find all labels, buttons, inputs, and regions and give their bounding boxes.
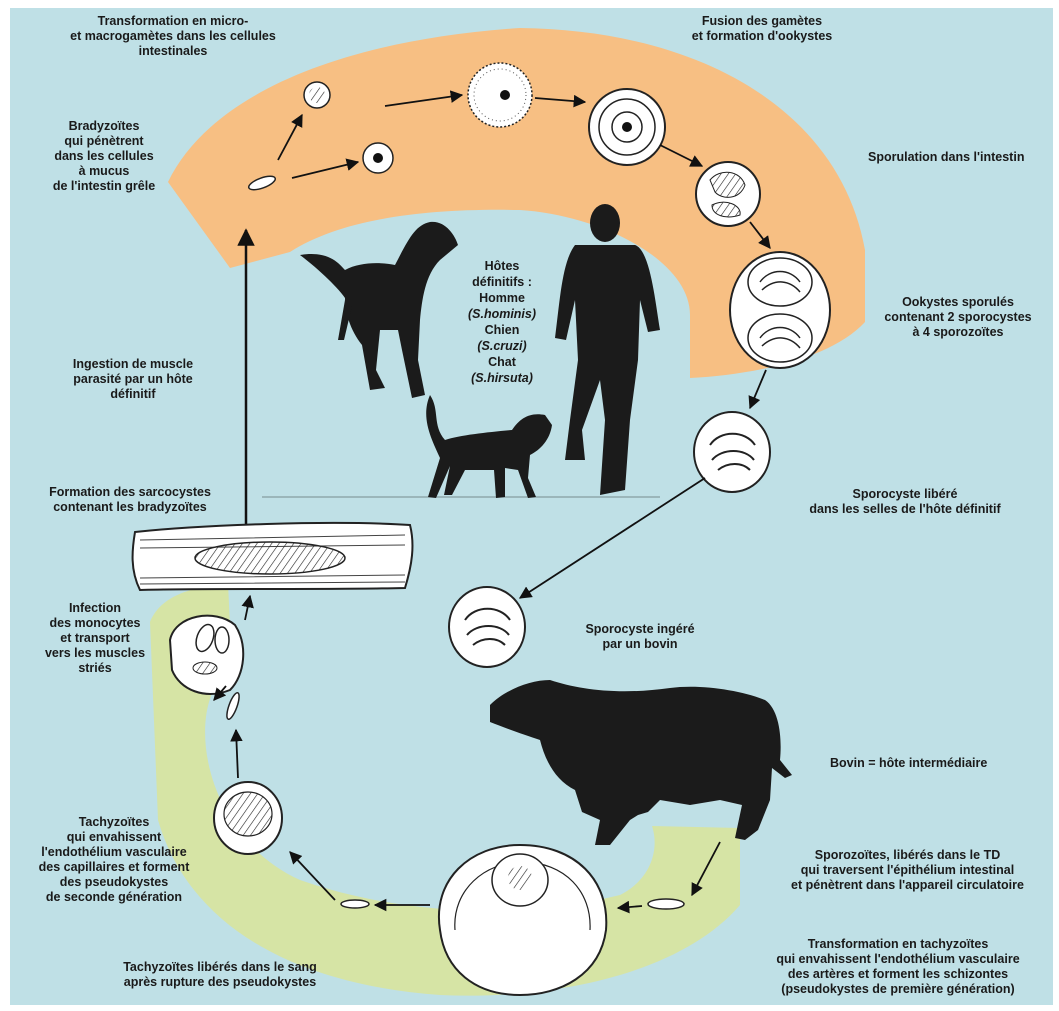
label-micro-macrogametes: Transformation en micro- et macrogamètes… (58, 14, 288, 59)
label-tachyzoites-transformation: Transformation en tachyzoïtes qui envahi… (748, 937, 1048, 997)
host-cat-species: (S.hirsuta) (452, 370, 552, 386)
definitive-hosts-title: Hôtes définitifs : (452, 258, 552, 290)
host-cat: Chat (452, 354, 552, 370)
sporulating-oocyst-stage (696, 162, 760, 226)
label-sporocyst-ingested: Sporocyste ingéré par un bovin (560, 622, 720, 652)
label-sporocyst-released: Sporocyste libéré dans les selles de l'h… (770, 487, 1040, 517)
cow-silhouette (490, 680, 792, 845)
ingested-sporocyst (449, 587, 525, 667)
oocyst-stage (589, 89, 665, 165)
blood-tachyzoite (224, 691, 241, 720)
label-sarcocyst-formation: Formation des sarcocystes contenant les … (30, 485, 230, 515)
host-human-species: (S.hominis) (452, 306, 552, 322)
sporulated-oocyst-stage (730, 252, 830, 368)
released-sporocyst (694, 412, 770, 492)
label-sporozoites-released: Sporozoïtes, libérés dans le TD qui trav… (760, 848, 1055, 893)
sporozoite-in-blood (341, 900, 369, 908)
zygote-stage (468, 63, 532, 127)
dog-silhouette (300, 222, 458, 398)
label-sporulated-oocysts: Ookystes sporulés contenant 2 sporocyste… (868, 295, 1048, 340)
label-tachyzoites-second-gen: Tachyzoïtes qui envahissent l'endothéliu… (14, 815, 214, 905)
microgamete-stage (304, 82, 330, 108)
host-human: Homme (452, 290, 552, 306)
label-tachyzoites-blood: Tachyzoïtes libérés dans le sang après r… (70, 960, 370, 990)
label-bradyzoites-enter: Bradyzoïtes qui pénètrent dans les cellu… (34, 119, 174, 194)
free-sporozoite (648, 899, 684, 909)
host-dog-species: (S.cruzi) (452, 338, 552, 354)
label-intermediate-host: Bovin = hôte intermédiaire (830, 756, 1045, 771)
definitive-hosts-block: Hôtes définitifs : Homme (S.hominis) Chi… (452, 258, 552, 386)
sarcocyst-muscle (133, 523, 413, 590)
host-dog: Chien (452, 322, 552, 338)
infected-monocyte (170, 616, 243, 694)
macrogamete-stage (363, 143, 393, 173)
label-monocyte-infection: Infection des monocytes et transport ver… (40, 601, 150, 676)
second-generation-pseudocyst (214, 782, 282, 854)
label-muscle-ingestion: Ingestion de muscle parasité par un hôte… (48, 357, 218, 402)
first-generation-schizont (439, 845, 606, 995)
label-gamete-fusion: Fusion des gamètes et formation d'ookyst… (662, 14, 862, 44)
cat-silhouette (426, 395, 552, 498)
label-sporulation: Sporulation dans l'intestin (868, 150, 1048, 165)
